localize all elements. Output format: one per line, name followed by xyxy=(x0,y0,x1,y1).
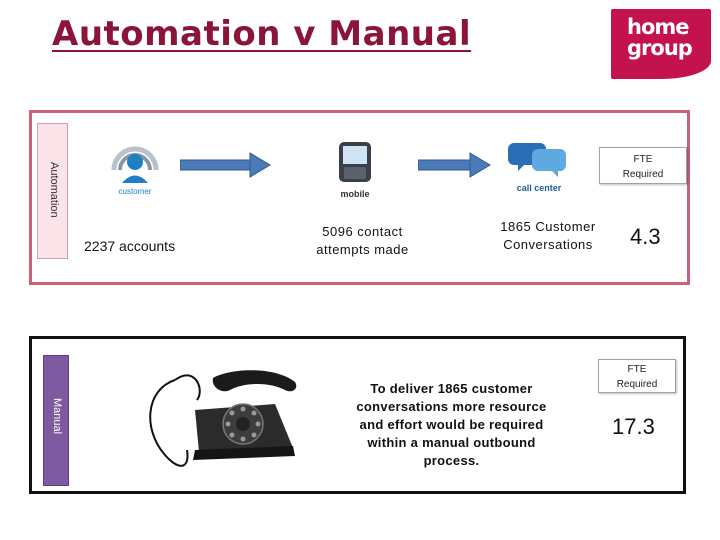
fte-value-manual: 17.3 xyxy=(612,414,655,439)
manual-side-tab: Manual xyxy=(43,355,69,486)
fte-label: FTE xyxy=(633,154,653,165)
manual-description-line: process. xyxy=(423,453,480,468)
callcenter-icon-label: call center xyxy=(517,183,562,193)
arrow-right-icon xyxy=(180,152,271,178)
homegroup-logo: home group xyxy=(611,9,711,79)
customer-conversations-text: 1865 Customer Conversations xyxy=(488,218,608,254)
manual-description-line: conversations more resource xyxy=(356,399,547,414)
fte-label: Required xyxy=(622,169,664,180)
fte-value-automation: 4.3 xyxy=(630,224,661,249)
automation-side-tab: Automation xyxy=(37,123,68,259)
manual-description-line: within a manual outbound xyxy=(367,435,536,450)
contact-attempts-text: 5096 contact attempts made xyxy=(300,223,425,259)
call-center-icon: call center xyxy=(508,143,566,193)
customer-conversations-line: 1865 Customer xyxy=(500,219,596,234)
arrow-right-icon xyxy=(418,152,491,178)
manual-side-label: Manual xyxy=(51,398,63,435)
accounts-count: 2237 accounts xyxy=(84,238,176,254)
rotary-telephone-icon xyxy=(149,370,297,467)
customer-icon: customer xyxy=(111,146,159,196)
mobile-icon-label: mobile xyxy=(340,189,369,199)
page-title: Automation v Manual xyxy=(52,14,472,54)
fte-label: FTE xyxy=(627,364,647,375)
contact-attempts-line: attempts made xyxy=(316,242,409,257)
fte-required-box-automation: FTE Required xyxy=(599,147,687,184)
logo-text-group: group xyxy=(627,36,693,60)
manual-description-line: and effort would be required xyxy=(359,417,544,432)
mobile-phone-icon: mobile xyxy=(339,142,371,199)
manual-panel xyxy=(29,336,686,494)
logo-text-home: home xyxy=(627,15,690,39)
automation-side-label: Automation xyxy=(48,162,60,218)
fte-required-box-manual: FTE Required xyxy=(598,359,676,393)
customer-icon-label: customer xyxy=(119,187,152,196)
manual-process-description: To deliver 1865 customer conversations m… xyxy=(343,380,560,470)
automation-panel xyxy=(29,110,690,285)
customer-conversations-line: Conversations xyxy=(503,237,593,252)
fte-label: Required xyxy=(616,379,658,390)
contact-attempts-line: 5096 contact xyxy=(322,224,403,239)
manual-description-line: To deliver 1865 customer xyxy=(370,381,533,396)
